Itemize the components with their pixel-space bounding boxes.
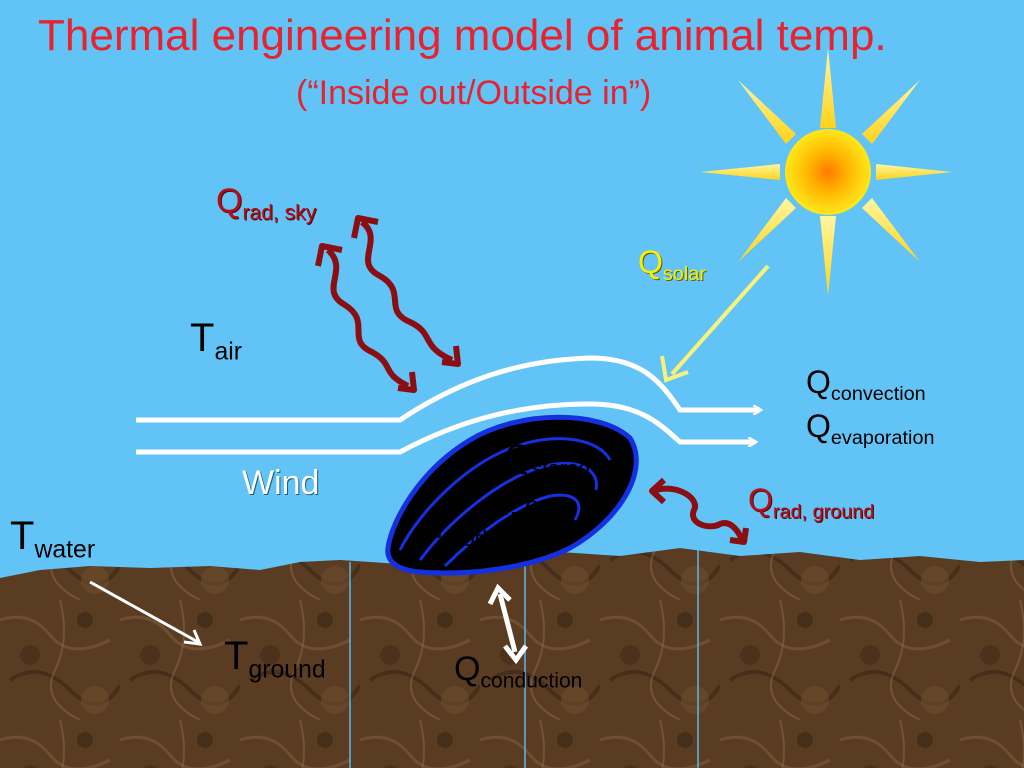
q-evaporation-label: Qevaporation: [806, 408, 935, 449]
q-rad-ground-label: Qrad, ground: [748, 482, 875, 523]
q-conduction-label: Qconduction: [454, 650, 583, 693]
sun-icon: [700, 48, 952, 296]
t-body-label: Tbody: [428, 505, 499, 551]
rad-ground-arrow: [649, 477, 749, 545]
t-air-label: Tair: [190, 316, 242, 366]
t-water-label: Twater: [10, 514, 96, 564]
rad-sky-arrow: [315, 243, 417, 393]
water-to-ground-arrow: [89, 580, 203, 646]
conduction-arrow: [487, 583, 529, 665]
q-stored-label: Qstored: [505, 438, 591, 481]
mass-heat-capacity-label: m, cp: [486, 490, 549, 526]
q-convection-label: Qconvection: [806, 364, 926, 405]
mussel-body: [385, 414, 639, 576]
t-ground-label: Tground: [224, 634, 326, 684]
q-solar-label: Qsolar: [638, 244, 706, 285]
wind-streamline: [136, 401, 755, 455]
wind-label: Wind: [242, 464, 320, 502]
solar-arrow: [660, 264, 770, 383]
page-title: Thermal engineering model of animal temp…: [38, 11, 887, 60]
wind-streamline: [136, 355, 760, 423]
page-subtitle: (“Inside out/Outside in”): [296, 74, 652, 112]
rad-sky-arrow: [351, 215, 461, 367]
q-rad-sky-label: Qrad, sky: [216, 182, 317, 225]
